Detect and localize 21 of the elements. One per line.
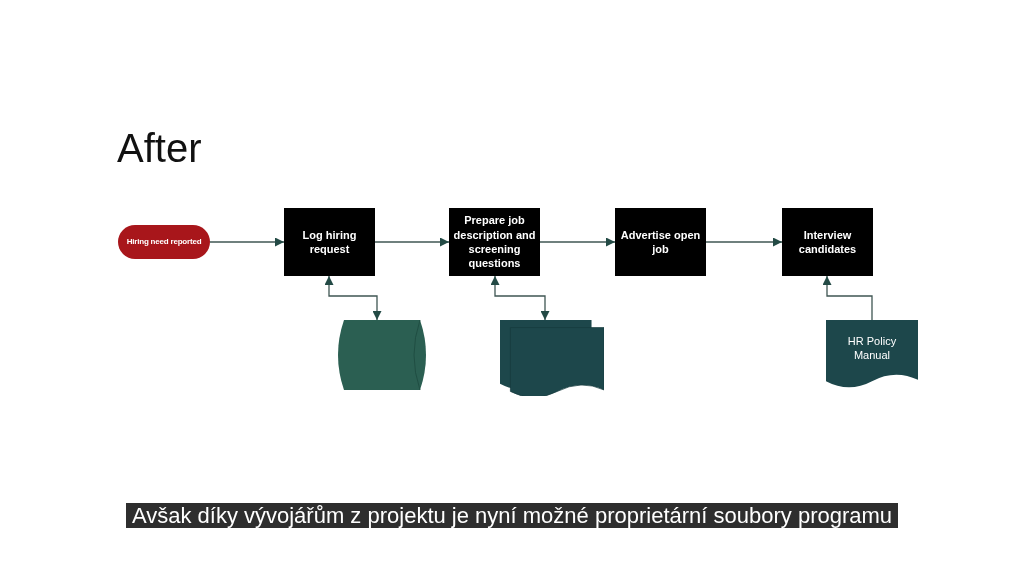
process-box <box>284 208 375 276</box>
arrow <box>490 275 550 321</box>
arrow <box>822 275 873 321</box>
node-label: Interview candidates <box>797 227 858 257</box>
node-label: Log hiring request <box>301 227 358 257</box>
arrow <box>324 275 382 321</box>
arrow <box>374 237 450 247</box>
node-label: Advertise open job <box>619 227 702 257</box>
subtitle-caption: Avšak díky vývojářům z projektu je nyní možné proprietární soubory programu <box>125 503 899 528</box>
process-box <box>782 208 873 276</box>
node-label: Hiring need reported <box>125 236 203 248</box>
document-shape <box>826 320 918 388</box>
title: After <box>117 128 202 168</box>
arrow <box>209 237 285 247</box>
node-label: Prepare job description and screening questions <box>452 213 537 271</box>
arrow <box>705 237 783 247</box>
node-label: HR Policy Manual <box>846 333 898 363</box>
process-box <box>615 208 706 276</box>
start-terminator <box>118 225 210 259</box>
arrow <box>539 237 616 247</box>
multi-document-shape <box>500 320 604 396</box>
